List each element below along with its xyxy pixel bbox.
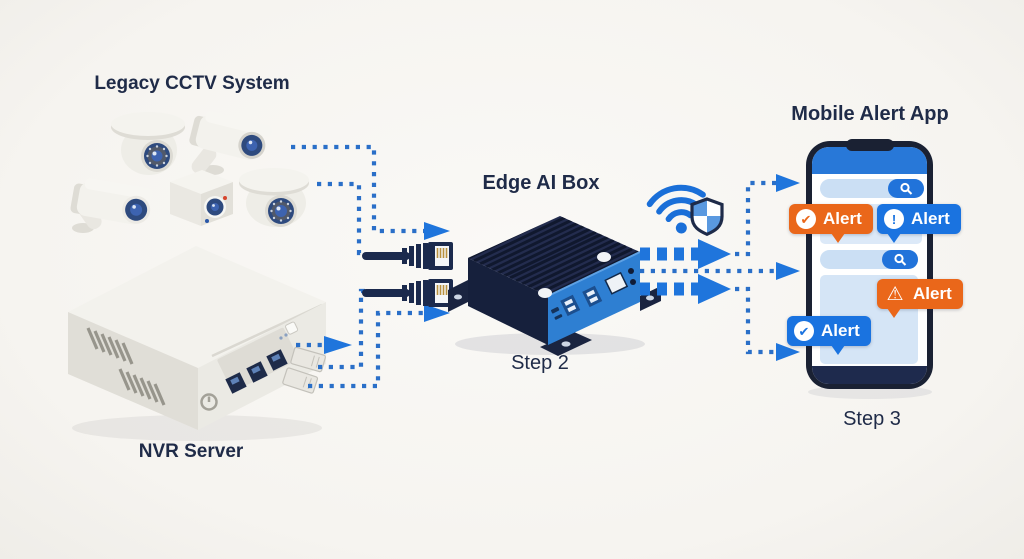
nvr-output-plug bbox=[290, 346, 326, 373]
camera-to-cable-connector bbox=[317, 181, 366, 256]
bullet-camera-icon bbox=[70, 178, 153, 233]
badge-tail bbox=[831, 233, 845, 243]
edge-ai-box-illustration bbox=[448, 216, 661, 356]
badge-tail bbox=[887, 308, 901, 318]
alert-badge: ✔ Alert bbox=[789, 204, 873, 243]
alert-badge-label: Alert bbox=[913, 284, 952, 303]
alert-badge-label: Alert bbox=[823, 209, 862, 228]
dome-camera-icon bbox=[239, 168, 309, 227]
check-circle-icon: ✔ bbox=[794, 321, 814, 341]
heatsink-fins bbox=[468, 216, 639, 296]
search-icon bbox=[894, 253, 907, 266]
step-2-label: Step 2 bbox=[511, 352, 569, 374]
alert-badge: ✔ Alert bbox=[787, 316, 871, 355]
edge-ai-box-label: Edge AI Box bbox=[482, 172, 600, 194]
legacy-cctv-cameras bbox=[70, 111, 309, 233]
arrowhead-icon bbox=[424, 304, 450, 322]
arrowhead-icon bbox=[424, 222, 450, 240]
exclamation-circle-icon: ! bbox=[884, 209, 904, 229]
dome-camera-icon bbox=[111, 112, 185, 175]
alert-badge: ⚠ Alert bbox=[877, 279, 963, 318]
nvr-power-button bbox=[200, 393, 218, 411]
security-shield-icon bbox=[690, 197, 724, 237]
nvr-server-label: NVR Server bbox=[138, 441, 244, 462]
alert-badge-label: Alert bbox=[821, 321, 860, 340]
data-stream-arrows bbox=[640, 174, 800, 361]
nvr-vents bbox=[86, 327, 166, 406]
warning-triangle-icon: ⚠ bbox=[886, 283, 904, 305]
nvr-to-edge-connector bbox=[308, 310, 424, 389]
search-bar bbox=[820, 179, 924, 198]
nvr-server-illustration bbox=[68, 246, 326, 430]
search-icon bbox=[900, 182, 913, 195]
badge-tail bbox=[831, 345, 845, 355]
edge-box-ports bbox=[550, 268, 636, 320]
nvr-ethernet-ports bbox=[225, 349, 288, 394]
arrowhead-icon bbox=[324, 336, 352, 354]
edge-to-phone-connector bbox=[735, 180, 776, 257]
check-circle-icon: ✔ bbox=[796, 209, 816, 229]
ethernet-cable-icon bbox=[362, 242, 453, 270]
search-bar bbox=[820, 250, 918, 269]
legacy-cctv-title: Legacy CCTV System bbox=[94, 73, 290, 94]
step-3-label: Step 3 bbox=[843, 408, 901, 430]
ethernet-cable-icon bbox=[362, 279, 453, 307]
bullet-camera-icon bbox=[189, 111, 272, 175]
mobile-alert-app-title: Mobile Alert App bbox=[791, 103, 949, 125]
edge-to-phone-connector bbox=[735, 286, 776, 355]
alert-badge-label: Alert bbox=[911, 209, 950, 228]
alert-badge: ! Alert bbox=[877, 204, 961, 243]
phone-notch bbox=[846, 139, 894, 151]
wifi-icon bbox=[646, 184, 706, 234]
box-camera-icon bbox=[170, 170, 233, 226]
nvr-output-plug bbox=[282, 367, 319, 394]
badge-tail bbox=[887, 233, 901, 243]
smartphone-illustration bbox=[806, 139, 933, 389]
phone-header bbox=[812, 147, 927, 174]
phone-bottom-bar bbox=[812, 366, 927, 384]
